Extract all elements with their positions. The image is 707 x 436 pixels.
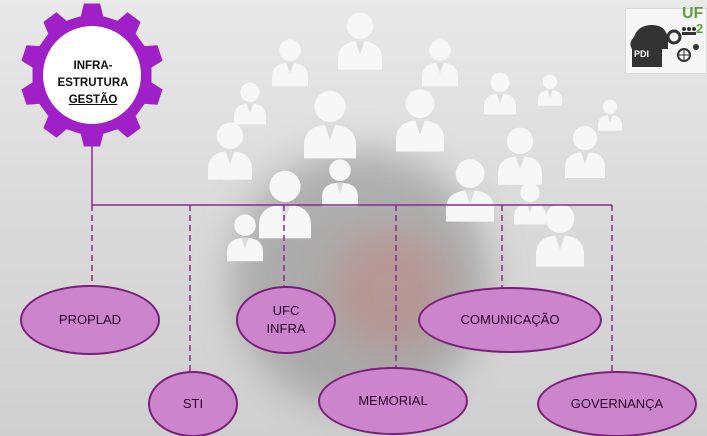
node-governanca-line-1: GOVERNANÇA	[570, 396, 664, 411]
logo-graphic	[630, 25, 699, 67]
logo-badge-text: PDI	[634, 49, 650, 59]
node-sti-line-1: STI	[182, 396, 204, 411]
gears-icon	[666, 29, 682, 45]
root-line-2: ESTRUTURA	[57, 77, 129, 89]
logo-side-text: 2	[696, 21, 704, 36]
node-sti[interactable]: STI	[148, 371, 238, 436]
head-profile-icon	[630, 25, 668, 67]
node-ufc-infra-line-1: UFC	[272, 303, 300, 318]
node-proplad-line-1: PROPLAD	[58, 312, 122, 327]
node-comunicacao-line-1: COMUNICAÇÃO	[460, 312, 560, 327]
people-icon	[682, 27, 696, 35]
node-memorial-line-1: MEMORIAL	[358, 393, 428, 408]
node-governanca[interactable]: GOVERNANÇA	[537, 371, 697, 436]
node-memorial[interactable]: MEMORIAL	[318, 367, 468, 435]
gear-center	[43, 26, 141, 124]
root-line-1: INFRA-	[73, 60, 113, 72]
root-line-3: GESTÃO	[68, 94, 118, 106]
logo-top-text: UF	[682, 5, 704, 22]
logo: PDI UF 2	[625, 5, 707, 74]
root-node-label: INFRA- ESTRUTURA GESTÃO	[45, 58, 141, 109]
node-ufc-infra[interactable]: UFC INFRA	[236, 286, 336, 354]
node-ufc-infra-line-2: INFRA	[266, 321, 306, 336]
node-comunicacao[interactable]: COMUNICAÇÃO	[418, 287, 602, 353]
node-proplad[interactable]: PROPLAD	[20, 285, 160, 355]
